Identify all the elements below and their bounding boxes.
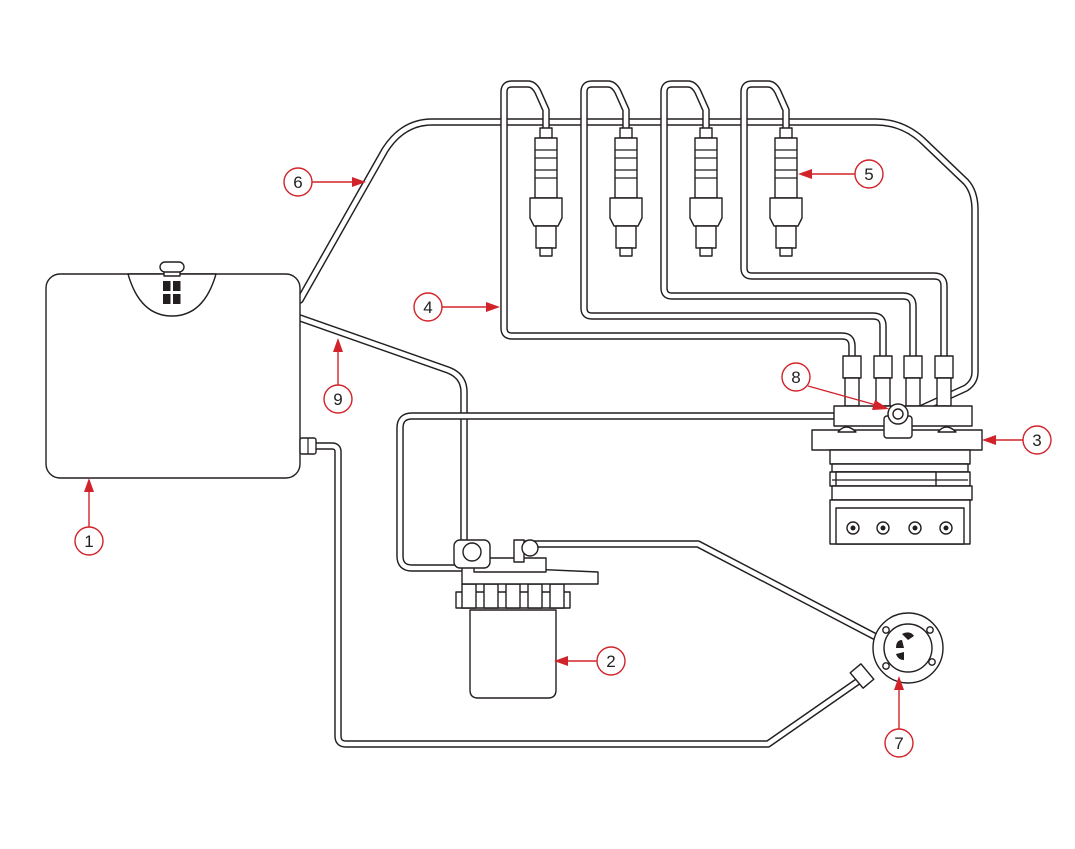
callout-5: 5 <box>798 159 884 189</box>
lift-pump-to-filter-line <box>516 540 878 640</box>
injector-1 <box>529 127 563 257</box>
injection-pump <box>811 355 983 545</box>
callout-1: 1 <box>74 478 104 556</box>
tank-to-lift-pump-line-inner <box>313 443 863 747</box>
injector-4 <box>769 127 803 257</box>
callout-4: 4 <box>413 292 500 322</box>
lift-pump <box>849 612 944 689</box>
pump-outlet-fittings <box>842 355 954 407</box>
fuel-filter <box>453 539 599 699</box>
callouts: 1 2 3 4 5 <box>74 159 1052 758</box>
callout-2: 2 <box>554 646 626 676</box>
callout-9: 9 <box>323 338 353 414</box>
callout-2-label: 2 <box>606 652 615 671</box>
return-line-inner <box>297 119 978 419</box>
callout-4-label: 4 <box>423 298 432 317</box>
callout-8: 8 <box>781 362 889 410</box>
fuel-tank <box>45 261 317 479</box>
tank-cap-icon <box>163 281 181 304</box>
pump-bolts <box>846 521 953 535</box>
callout-7: 7 <box>884 676 914 758</box>
callout-1-label: 1 <box>84 532 93 551</box>
callout-6-label: 6 <box>293 173 302 192</box>
callout-3-label: 3 <box>1032 431 1041 450</box>
injector-3 <box>689 127 723 257</box>
callout-8-label: 8 <box>791 368 800 387</box>
filter-to-pump-line-inner <box>397 413 896 571</box>
callout-6: 6 <box>283 167 366 197</box>
fuel-lines <box>296 80 979 748</box>
callout-9-label: 9 <box>333 390 342 409</box>
callout-7-label: 7 <box>894 734 903 753</box>
injectors <box>529 127 803 257</box>
lift-pump-to-filter-line-inner <box>517 541 877 639</box>
tank-to-filter-line <box>296 314 468 544</box>
injector-2 <box>609 127 643 257</box>
return-fitting <box>887 403 909 425</box>
callout-5-label: 5 <box>864 165 873 184</box>
tank-to-filter-line-inner <box>297 315 467 543</box>
callout-3: 3 <box>982 425 1052 455</box>
